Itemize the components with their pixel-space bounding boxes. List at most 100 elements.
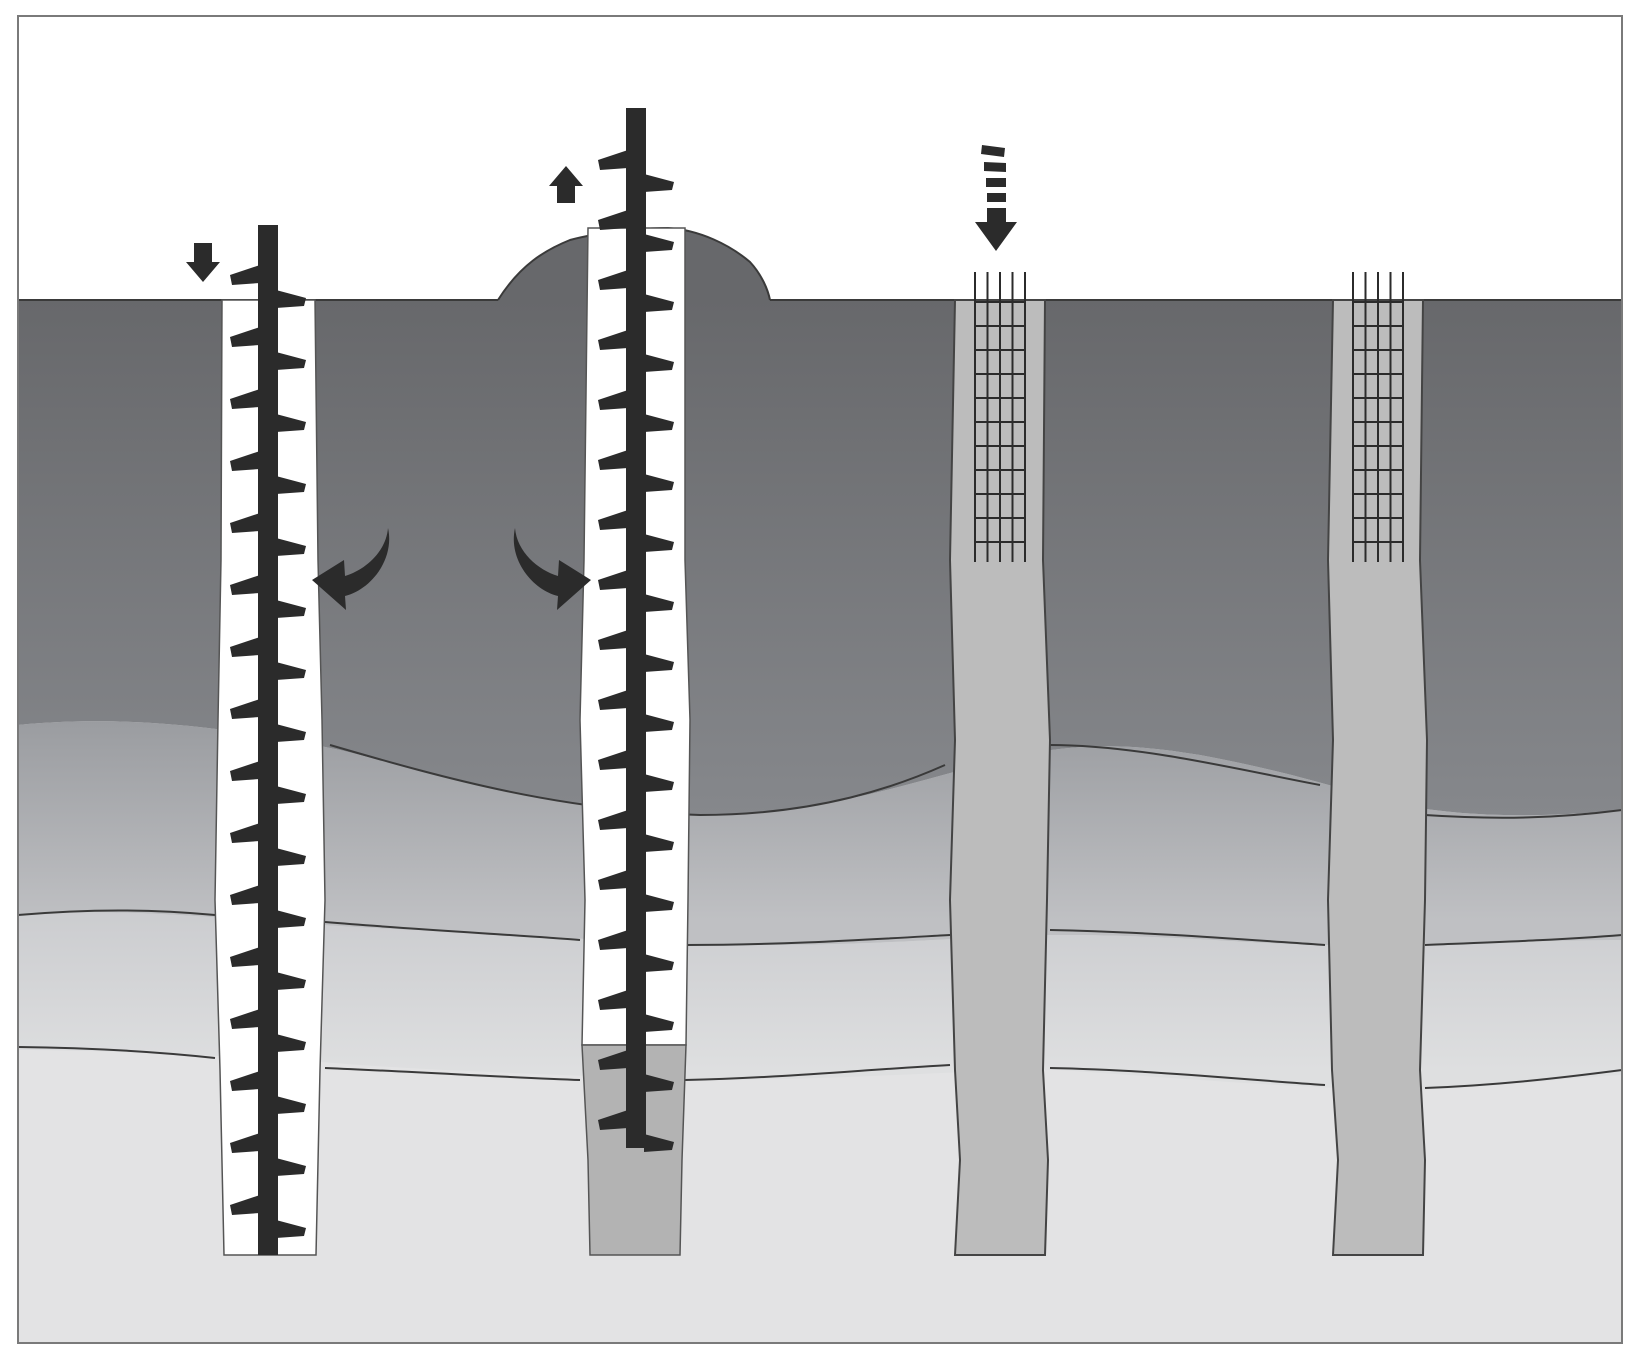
auger-flight xyxy=(598,750,628,770)
boundary-line-2c xyxy=(684,934,951,946)
arrow-down-icon xyxy=(186,243,220,282)
reinforcement-cage-1 xyxy=(974,272,1026,562)
auger-flight xyxy=(230,327,260,347)
auger-flight xyxy=(598,930,628,950)
auger-flight xyxy=(598,990,628,1010)
auger-flight xyxy=(598,870,628,890)
auger-flight xyxy=(644,1014,674,1032)
auger-flight xyxy=(598,630,628,650)
arrows xyxy=(186,145,1017,610)
auger-1 xyxy=(230,225,306,1255)
auger-flight xyxy=(644,234,674,252)
auger-flight xyxy=(644,474,674,492)
auger-flight xyxy=(230,823,260,843)
auger-flight xyxy=(644,834,674,852)
auger-flight xyxy=(644,594,674,612)
auger-flight xyxy=(276,352,306,370)
rotation-arrow-outward-icon xyxy=(513,528,591,610)
auger-flight xyxy=(644,354,674,372)
boundary-line-3d xyxy=(1049,1067,1326,1086)
auger-flight xyxy=(276,1034,306,1052)
boundary-line-1b xyxy=(1049,744,1321,786)
auger-flight xyxy=(230,761,260,781)
auger-flight xyxy=(230,947,260,967)
boundary-line-2a xyxy=(17,909,216,916)
auger-flight xyxy=(598,390,628,410)
auger-flight xyxy=(276,414,306,432)
auger-2 xyxy=(598,108,674,1152)
soil-layer-2 xyxy=(18,721,1622,945)
auger-flight xyxy=(230,389,260,409)
auger-flight xyxy=(598,510,628,530)
boundary-line-2e xyxy=(1424,934,1623,946)
auger-flight xyxy=(276,1220,306,1238)
pile-stage-extraction xyxy=(579,108,691,1256)
rotation-arrow-inward-icon xyxy=(312,528,390,610)
auger-flight xyxy=(644,1074,674,1092)
pile-stage-cage-insertion xyxy=(948,272,1052,1256)
arrow-up-icon xyxy=(549,166,583,203)
auger-flight xyxy=(230,1009,260,1029)
auger-flight xyxy=(598,210,628,230)
auger-flight xyxy=(598,270,628,290)
boundary-line-3a xyxy=(17,1046,216,1059)
boundary-line-3c xyxy=(684,1064,951,1081)
auger-flight xyxy=(276,724,306,742)
auger-flight xyxy=(644,174,674,192)
boundary-line-1c xyxy=(1424,809,1623,819)
pile-stage-drilling xyxy=(214,225,326,1256)
auger-flight xyxy=(230,451,260,471)
boundary-line-2d xyxy=(1049,929,1326,946)
boundary-line-3e xyxy=(1424,1069,1623,1089)
boundary-line-2b xyxy=(324,921,581,941)
auger-flight xyxy=(276,1158,306,1176)
auger-flight xyxy=(230,885,260,905)
auger-flight xyxy=(598,570,628,590)
auger-flight xyxy=(276,662,306,680)
auger-flight xyxy=(644,894,674,912)
layer-boundaries xyxy=(17,744,1623,1089)
auger-flight xyxy=(598,810,628,830)
auger-flight xyxy=(598,690,628,710)
auger-flight xyxy=(276,600,306,618)
auger-flight xyxy=(644,414,674,432)
auger-flight xyxy=(230,1133,260,1153)
auger-flight xyxy=(276,1096,306,1114)
auger-shaft xyxy=(258,225,278,1255)
soil-layer-1 xyxy=(18,228,1622,816)
grout-fill xyxy=(581,1044,687,1256)
auger-flight xyxy=(644,1134,674,1152)
auger-flight xyxy=(276,972,306,990)
auger-flight xyxy=(230,575,260,595)
auger-flight xyxy=(230,699,260,719)
auger-flight xyxy=(276,848,306,866)
auger-flight xyxy=(276,910,306,928)
auger-flight xyxy=(276,476,306,494)
auger-flight xyxy=(230,1195,260,1215)
auger-flight xyxy=(598,150,628,170)
auger-flight xyxy=(644,714,674,732)
auger-flight xyxy=(598,1050,628,1070)
boundary-line-3b xyxy=(324,1067,581,1081)
auger-flight xyxy=(644,954,674,972)
auger-flight xyxy=(644,774,674,792)
auger-flight xyxy=(276,786,306,804)
soil-layer-3 xyxy=(18,912,1622,1090)
diagram-frame xyxy=(17,15,1623,1344)
auger-flight xyxy=(230,1071,260,1091)
auger-flight xyxy=(644,294,674,312)
auger-flight xyxy=(644,654,674,672)
auger-flight xyxy=(598,1110,628,1130)
auger-flight xyxy=(230,637,260,657)
auger-flight xyxy=(598,450,628,470)
pile-stage-completed xyxy=(1326,272,1429,1256)
auger-flight xyxy=(230,265,260,285)
dashed-arrow-down-icon xyxy=(975,145,1017,251)
auger-flight xyxy=(276,538,306,556)
auger-flight xyxy=(644,534,674,552)
auger-shaft xyxy=(626,108,646,1148)
auger-flight xyxy=(230,513,260,533)
auger-flight xyxy=(276,290,306,308)
